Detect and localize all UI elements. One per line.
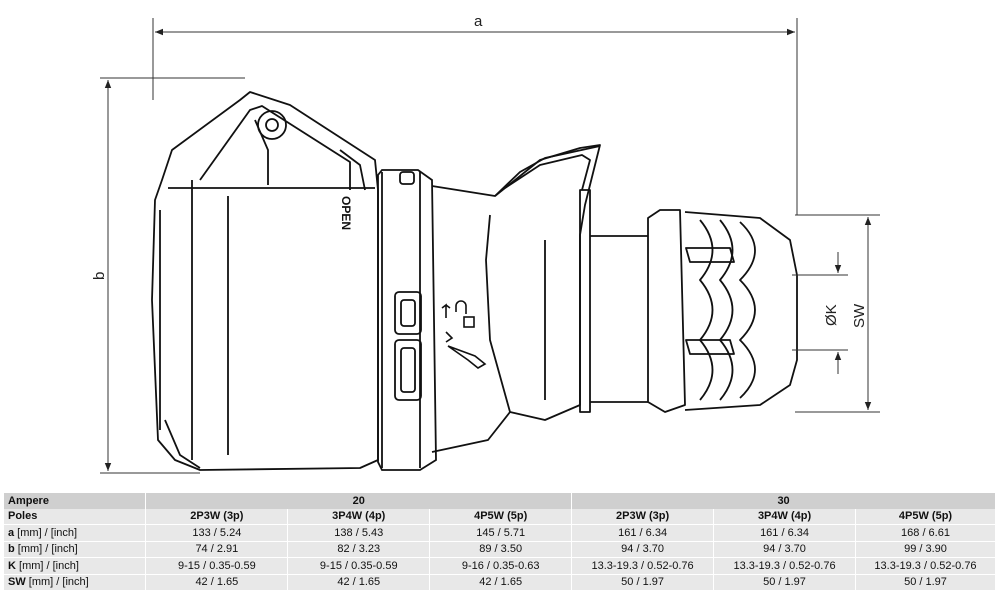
table-row: SW [mm] / [inch] 42 / 1.65 42 / 1.65 42 … [4,573,996,590]
table-row: b [mm] / [inch] 74 / 2.91 82 / 3.23 89 /… [4,540,996,558]
ampere-label: Ampere [4,493,147,509]
socket-housing [151,91,379,471]
lock-symbol-icon [441,300,487,369]
dimension-a [152,18,798,215]
row-label: K [mm] / [inch] [4,557,147,574]
table-cell: 161 / 6.34 [713,524,856,541]
dimension-sw [795,214,880,413]
poles-cell: 4P5W (5p) [855,508,996,525]
table-cell: 42 / 1.65 [287,573,431,590]
dimension-a-label: a [474,13,483,30]
table-cell: 9-15 / 0.35-0.59 [287,557,431,574]
poles-cell: 2P3W (3p) [571,508,715,525]
ampere-30: 30 [571,493,996,509]
table-cell: 42 / 1.65 [429,573,573,590]
row-label: a [mm] / [inch] [4,524,147,541]
table-cell: 94 / 3.70 [571,540,715,558]
table-cell: 138 / 5.43 [287,524,431,541]
table-cell: 13.3-19.3 / 0.52-0.76 [855,557,996,574]
poles-cell: 3P4W (4p) [713,508,856,525]
poles-label: Poles [4,508,147,525]
table-row: a [mm] / [inch] 133 / 5.24 138 / 5.43 14… [4,524,996,541]
row-label: b [mm] / [inch] [4,540,147,558]
poles-cell: 4P5W (5p) [429,508,573,525]
table-cell: 168 / 6.61 [855,524,996,541]
plug-nut [647,209,798,413]
table-cell: 13.3-19.3 / 0.52-0.76 [571,557,715,574]
table-cell: 74 / 2.91 [145,540,289,558]
table-cell: 99 / 3.90 [855,540,996,558]
poles-row: Poles 2P3W (3p) 3P4W (4p) 4P5W (5p) 2P3W… [4,508,996,525]
open-label: OPEN [339,196,353,230]
dimension-k [792,252,848,374]
row-label: SW [mm] / [inch] [4,573,147,590]
table-cell: 9-15 / 0.35-0.59 [145,557,289,574]
coupling-ring [377,169,437,471]
poles-cell: 2P3W (3p) [145,508,289,525]
table-cell: 82 / 3.23 [287,540,431,558]
table-cell: 145 / 5.71 [429,524,573,541]
table-cell: 50 / 1.97 [713,573,856,590]
dimension-b-label: b [91,272,108,280]
poles-cell: 3P4W (4p) [287,508,431,525]
table-cell: 94 / 3.70 [713,540,856,558]
connector-technical-drawing: a b [91,13,880,474]
dimension-b [100,77,245,474]
table-cell: 13.3-19.3 / 0.52-0.76 [713,557,856,574]
ampere-20: 20 [145,493,573,509]
dimension-k-label: ØK [823,304,840,326]
table-cell: 161 / 6.34 [571,524,715,541]
table-cell: 133 / 5.24 [145,524,289,541]
table-cell: 50 / 1.97 [855,573,996,590]
dimension-sw-label: SW [851,303,868,328]
table-cell: 89 / 3.50 [429,540,573,558]
ampere-row: Ampere 20 30 [4,493,996,509]
table-cell: 42 / 1.65 [145,573,289,590]
table-cell: 50 / 1.97 [571,573,715,590]
connector-body [431,144,648,453]
table-row: K [mm] / [inch] 9-15 / 0.35-0.59 9-15 / … [4,557,996,574]
table-cell: 9-16 / 0.35-0.63 [429,557,573,574]
specification-table: Ampere 20 30 Poles 2P3W (3p) 3P4W (4p) 4… [4,493,996,590]
